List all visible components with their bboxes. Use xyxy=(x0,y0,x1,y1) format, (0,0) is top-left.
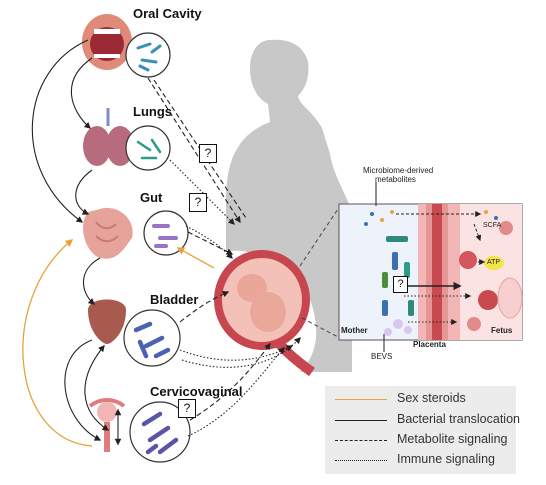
cervicovaginal-illustration xyxy=(88,398,191,463)
gut-label: Gut xyxy=(140,190,163,205)
microbiome-metabolites-label-line1: Microbiome-derived xyxy=(363,166,434,175)
legend-swatch-solid-black xyxy=(335,420,387,421)
legend-swatch-dotted xyxy=(335,460,387,461)
unknown-link-box-gut: ? xyxy=(189,193,207,212)
sex-steroid-arrows xyxy=(22,239,215,447)
legend-label: Bacterial translocation xyxy=(397,412,520,426)
legend-swatch-dashed xyxy=(335,440,387,441)
lungs-illustration xyxy=(83,108,171,171)
atp-label: ATP xyxy=(487,259,501,266)
legend-label: Sex steroids xyxy=(397,391,466,405)
bladder-label: Bladder xyxy=(150,292,199,307)
legend-item-bacterial-translocation: Bacterial translocation xyxy=(325,412,520,428)
legend-label: Metabolite signaling xyxy=(397,432,508,446)
legend-item-sex-steroids: Sex steroids xyxy=(325,391,516,407)
cervicovaginal-label: Cervicovaginal xyxy=(150,384,243,399)
placenta-label: Placenta xyxy=(413,340,446,349)
legend: Sex steroids Bacterial translocation Met… xyxy=(325,386,520,474)
oral-cavity-illustration xyxy=(82,14,171,78)
pregnant-woman-silhouette xyxy=(226,39,352,372)
oral-cavity-label: Oral Cavity xyxy=(133,6,202,21)
bladder-illustration xyxy=(88,299,181,367)
microbiome-metabolites-label-line2: metabolites xyxy=(375,175,416,184)
unknown-link-box-placenta: ? xyxy=(393,276,408,293)
mother-label: Mother xyxy=(341,326,368,335)
legend-swatch-solid-orange xyxy=(335,399,387,400)
bevs-label: BEVS xyxy=(371,352,393,361)
fetus-label: Fetus xyxy=(491,326,513,335)
gut-illustration xyxy=(83,207,189,259)
legend-item-immune-signaling: Immune signaling xyxy=(325,452,516,468)
unknown-link-box-lungs: ? xyxy=(199,144,217,163)
legend-label: Immune signaling xyxy=(397,452,495,466)
scfa-label: SCFA xyxy=(483,222,502,229)
inset-connector-lines xyxy=(299,205,341,339)
legend-item-metabolite-signaling: Metabolite signaling xyxy=(325,432,516,448)
lungs-label: Lungs xyxy=(133,104,172,119)
bacterial-translocation-arrows xyxy=(31,39,122,446)
uterus-with-fetus xyxy=(214,250,315,377)
immune-signaling-arrows xyxy=(169,159,301,437)
maternal-fetal-inset xyxy=(338,182,523,352)
bacteria-clusters xyxy=(133,42,179,455)
unknown-link-box-cervicovaginal: ? xyxy=(178,399,196,418)
